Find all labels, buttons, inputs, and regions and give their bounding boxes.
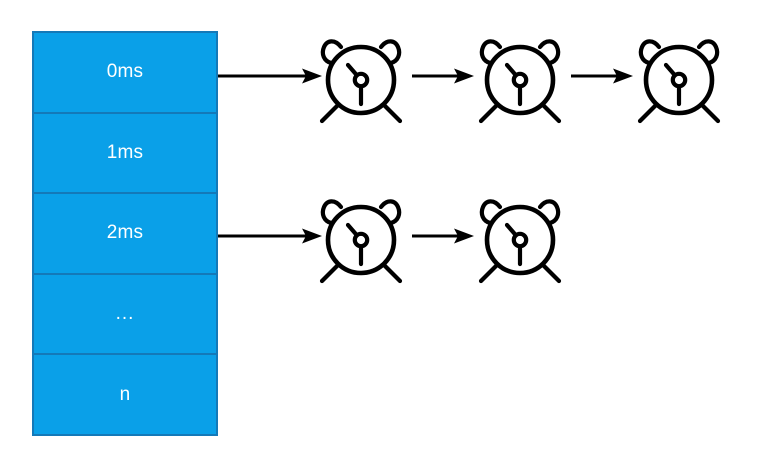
alarm-clock-icon	[315, 188, 407, 284]
alarm-clock-icon	[474, 188, 566, 284]
timer-slot-0[interactable]: 0ms	[34, 33, 216, 114]
timer-wheel-slots: 0ms 1ms 2ms ... n	[32, 31, 218, 436]
arrow-clock-2-to-clock-3	[571, 66, 634, 86]
arrow-2ms-to-clock-1	[218, 226, 323, 246]
timer-slot-label: n	[119, 383, 131, 405]
timer-slot-label: 2ms	[106, 222, 144, 244]
timer-slot-label: 0ms	[106, 61, 144, 83]
timer-slot-n[interactable]: n	[34, 355, 216, 434]
timer-slot-2[interactable]: 2ms	[34, 194, 216, 275]
timer-slot-1[interactable]: 1ms	[34, 114, 216, 195]
timer-slot-ellipsis[interactable]: ...	[34, 275, 216, 356]
arrow-clock-4-to-clock-5	[412, 226, 475, 246]
timer-slot-label: ...	[115, 303, 135, 325]
timer-slot-label: 1ms	[106, 141, 144, 163]
arrow-clock-1-to-clock-2	[412, 66, 475, 86]
alarm-clock-icon	[474, 28, 566, 124]
alarm-clock-icon	[315, 28, 407, 124]
alarm-clock-icon	[633, 28, 725, 124]
arrow-0ms-to-clock-1	[218, 66, 323, 86]
